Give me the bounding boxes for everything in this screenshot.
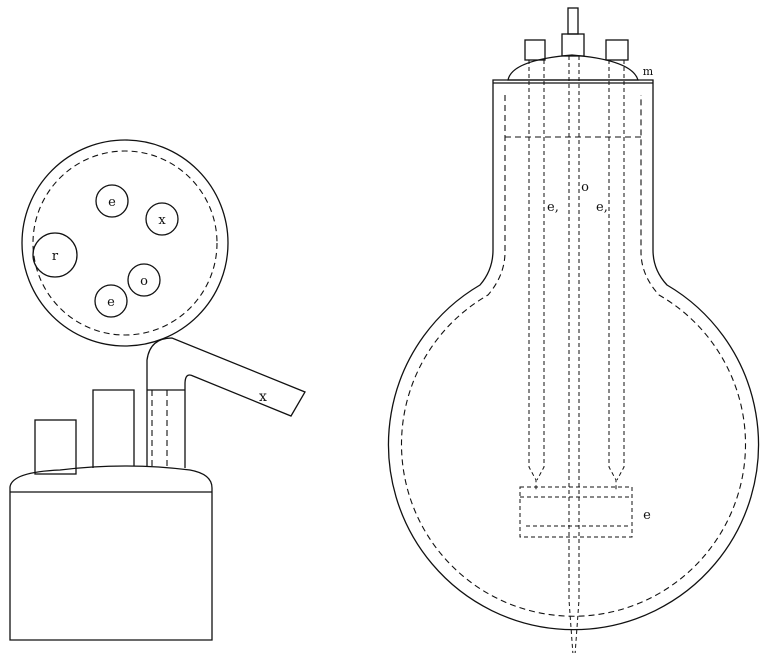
port-r: r [32,232,78,278]
cap-tube-left [524,39,546,61]
electrode-right-tube [608,60,625,490]
flask-inner-dashed-wall [400,95,747,617]
lid-label: m [643,65,654,78]
port-r-label: r [52,249,59,264]
flask-cap [507,54,639,81]
port-e-top-label: e [108,195,116,210]
electrode-left-label: e, [547,200,559,215]
tube-left [34,419,77,475]
electrode-left-tube [528,60,545,490]
side-view: x [9,337,306,641]
port-e-bottom: e [94,284,128,318]
port-o-label: o [140,274,148,289]
flask-outline [387,79,760,631]
tube-middle [92,389,135,468]
center-tube [568,56,580,653]
flask-view: m e, o e, e [387,7,760,653]
cap-tube-center-top [567,7,579,35]
top-view: e x r o e [21,139,229,347]
vessel-body [9,465,213,641]
port-x-label: x [158,213,166,228]
port-e-top: e [95,184,129,218]
tube-right-bent [146,337,306,468]
bottom-ring [519,486,633,538]
lid-inner-dashed-circle [32,150,218,336]
bottom-ring-label: e [643,508,651,523]
cap-tube-right [605,39,629,61]
port-x: x [145,202,179,236]
electrode-right-label: e, [596,200,608,215]
center-tube-label: o [581,180,589,195]
port-o: o [127,263,161,297]
port-e-bottom-label: e [107,295,115,310]
lid-outer-circle [21,139,229,347]
cap-tube-center [561,33,585,57]
side-tube-label: x [259,389,267,405]
